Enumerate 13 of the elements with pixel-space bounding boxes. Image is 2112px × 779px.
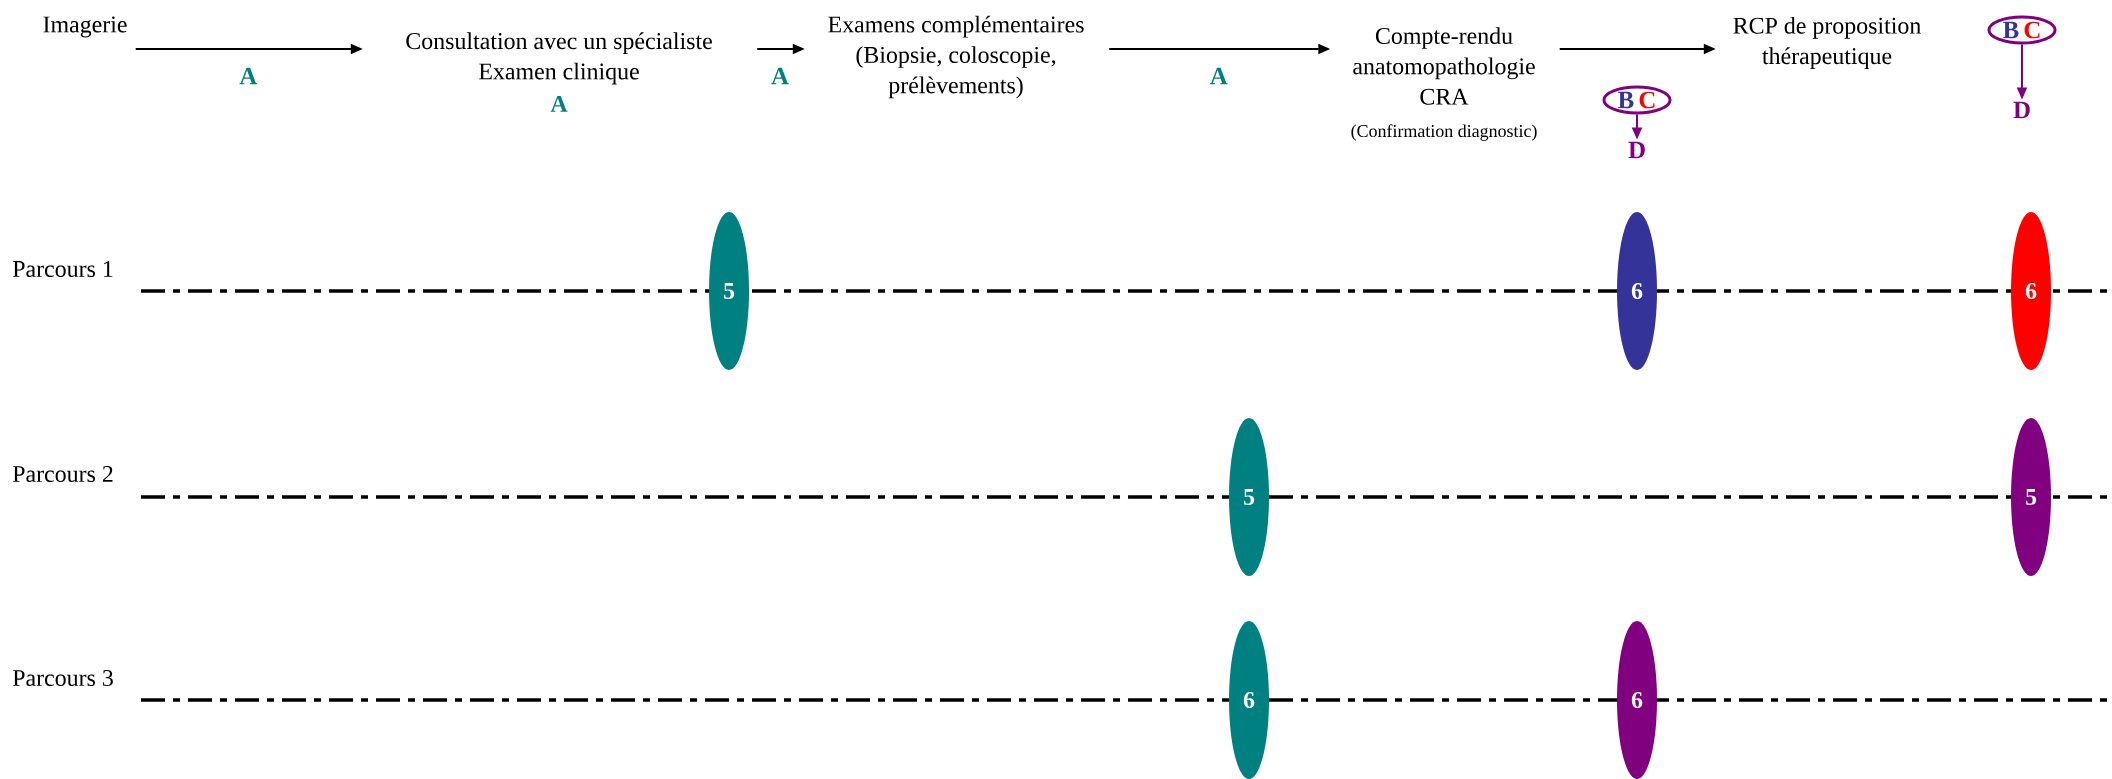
step-text: Compte-rendu anatomopathologie CRA (Confirmation diagnostic) bbox=[1351, 27, 1537, 141]
track-label: Parcours 3 bbox=[12, 669, 113, 686]
track-label: Parcours 1 bbox=[12, 261, 113, 277]
edge-label: A bbox=[771, 67, 789, 85]
letter: D bbox=[2013, 101, 2030, 119]
edge-label: A bbox=[1210, 67, 1228, 85]
step-text: Imagerie bbox=[43, 16, 127, 38]
letter: D bbox=[1628, 141, 1645, 159]
edge-label: A bbox=[239, 67, 258, 85]
step-text: Consultation avec un spécialiste Examen clinique A bbox=[406, 32, 712, 112]
track-label: Parcours 2 bbox=[12, 465, 113, 482]
step-text: RCP de proposition thérapeutique bbox=[1733, 16, 1921, 70]
step-text: Examens complémentaires (Biopsie, coloscopie, prélèvements) bbox=[828, 15, 1084, 99]
